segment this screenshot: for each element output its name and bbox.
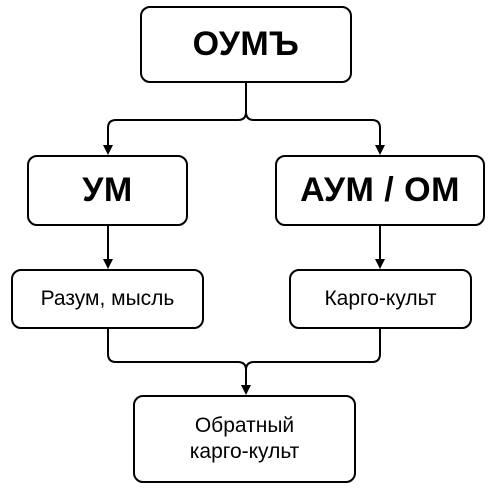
razum-node-label: Разум, мысль	[40, 286, 175, 310]
connector-cargo-to-result	[245, 329, 381, 371]
reverse-cargo-cult-line1: Обратный	[194, 413, 295, 437]
aum-om-node: АУМ / ОМ	[275, 155, 485, 226]
cargo-cult-node-label: Карго-культ	[324, 286, 437, 310]
connector-root-to-aum	[245, 111, 385, 155]
cargo-cult-node: Карго-культ	[289, 269, 472, 329]
reverse-cargo-cult-line2: карго-культ	[189, 440, 300, 463]
connector-root-to-um	[103, 83, 247, 155]
um-node: УМ	[27, 155, 188, 226]
razum-node: Разум, мысль	[11, 269, 204, 329]
connector-razum-to-result	[107, 329, 247, 371]
reverse-cargo-cult-node: Обратный карго-культ	[133, 395, 356, 483]
root-node-label: ОУМЪ	[192, 25, 300, 63]
aum-om-node-label: АУМ / ОМ	[300, 171, 460, 209]
root-node: ОУМЪ	[140, 6, 352, 83]
um-node-label: УМ	[82, 171, 133, 209]
